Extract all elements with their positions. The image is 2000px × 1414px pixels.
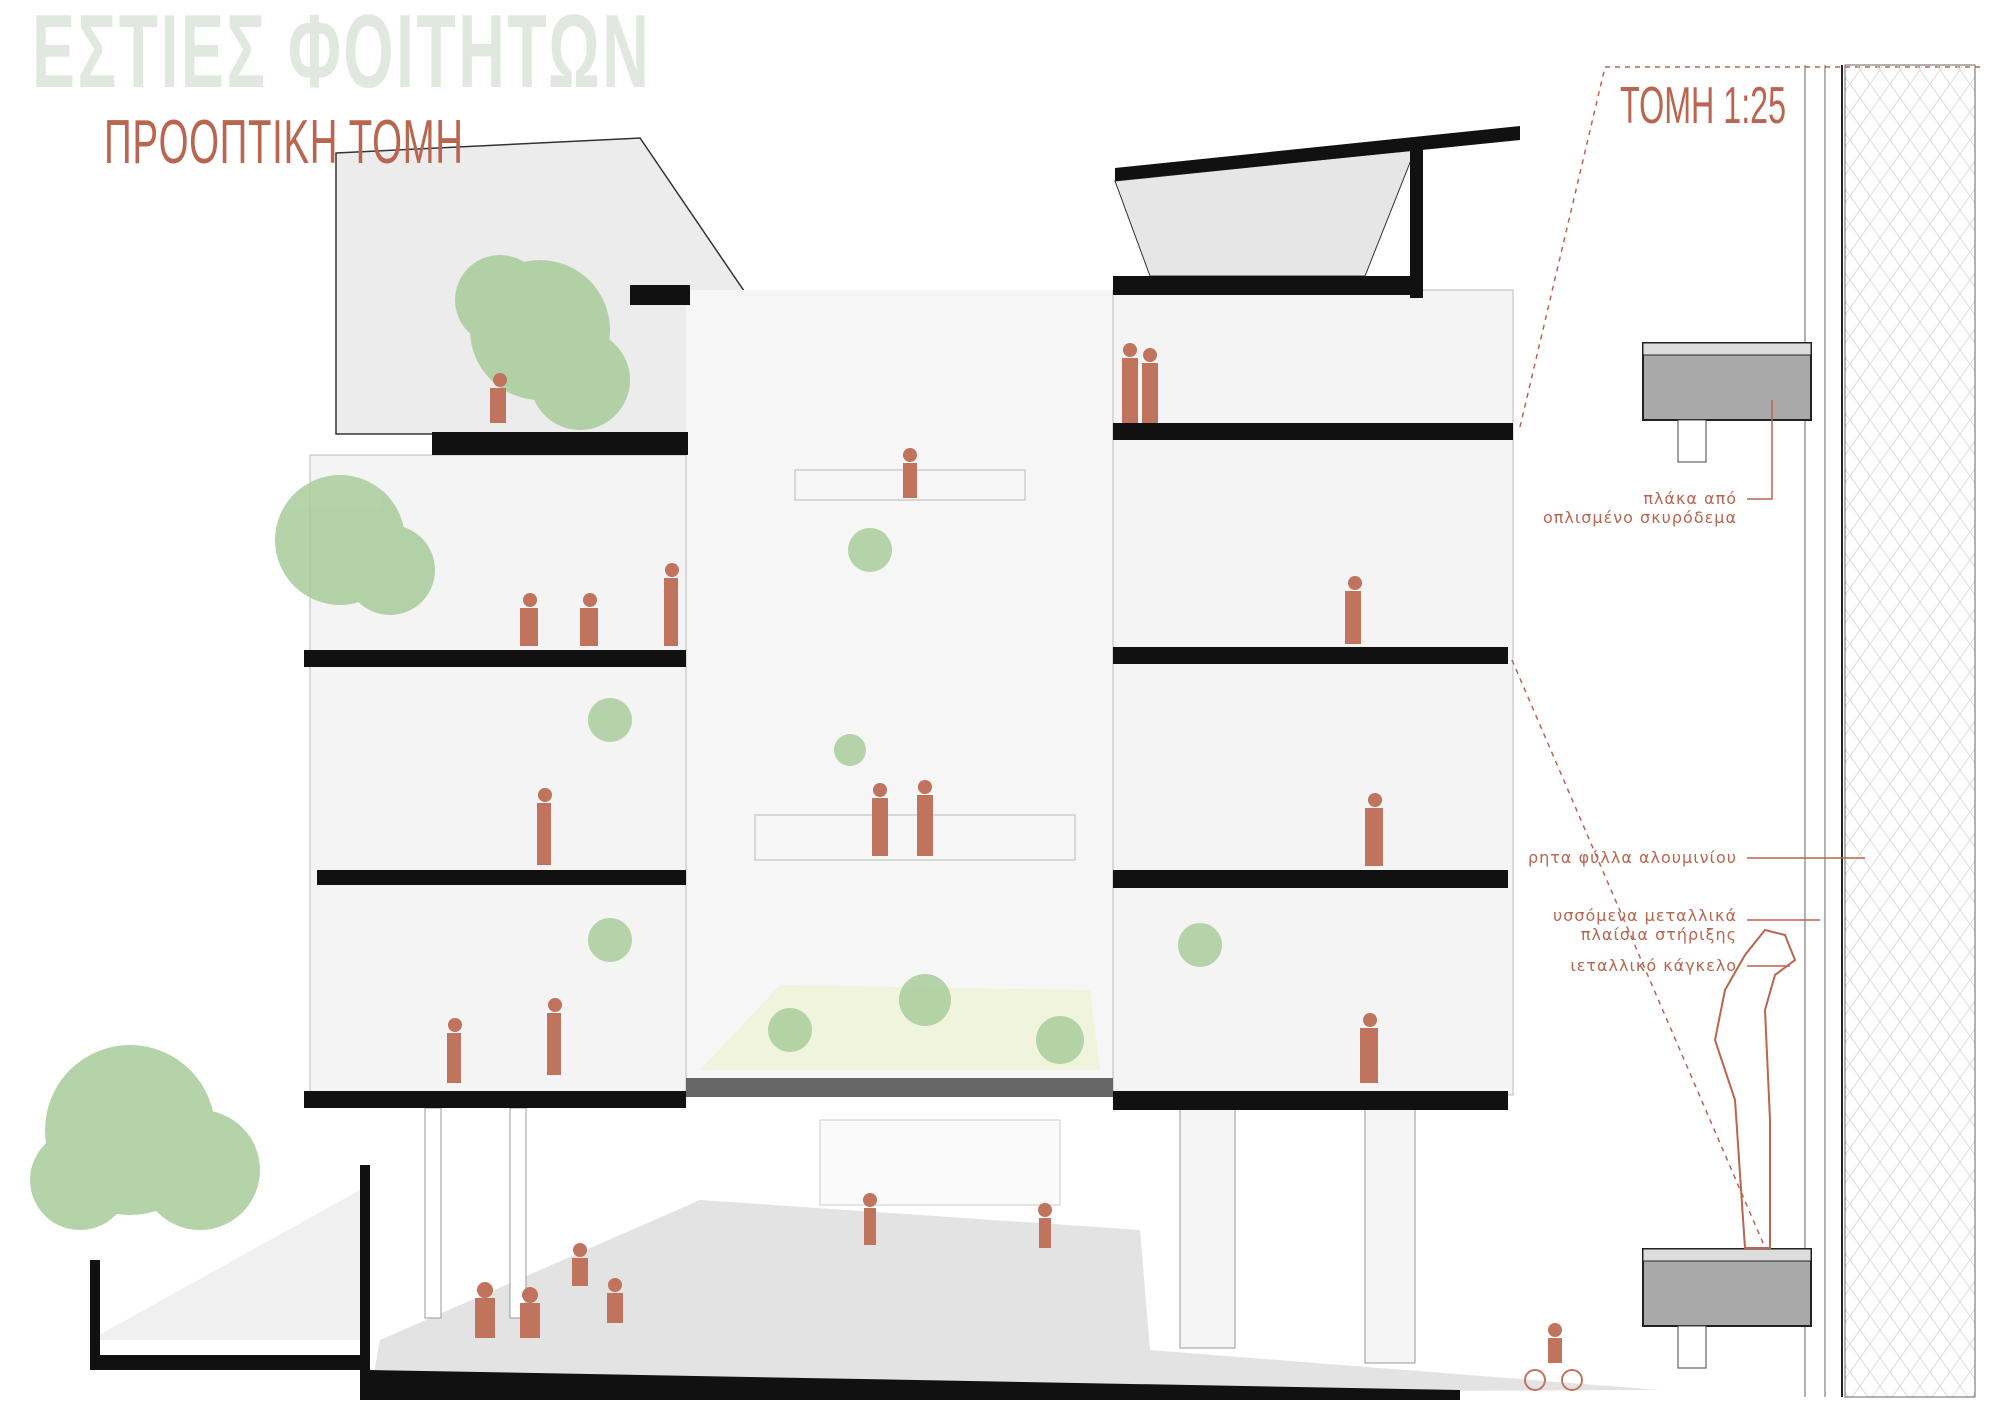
slab-detail	[1642, 342, 1812, 463]
person-icon	[1142, 348, 1158, 423]
person-icon	[607, 1278, 623, 1323]
label-line: υσσόμενα μεταλλικά	[1552, 906, 1737, 925]
person-icon	[520, 1287, 540, 1338]
slope	[90, 1190, 360, 1340]
person-icon	[490, 373, 507, 423]
column	[1364, 1107, 1416, 1364]
person-icon	[917, 780, 933, 856]
bridge	[754, 814, 1076, 861]
label-line: ιεταλλικό κάγκελο	[1570, 956, 1737, 975]
ground-floor	[370, 1200, 1660, 1395]
person-icon	[475, 1282, 495, 1338]
person-outline	[1713, 928, 1797, 1249]
label-leaders	[1747, 400, 1865, 967]
detail-title: ΤΟΜΗ 1:25	[1620, 77, 1787, 135]
person-icon	[903, 448, 917, 498]
person-icon	[1345, 576, 1362, 644]
column	[509, 1107, 527, 1319]
person-icon	[447, 1018, 462, 1083]
courtyard-back	[686, 290, 1113, 1080]
label-aluminium-sheets: ρητα φύλλα αλουμινίου	[1528, 848, 1737, 867]
drawing-title: ΠΡΟΟΠΤΙΚΗ ΤΟΜΗ	[104, 108, 464, 177]
floor-slabs	[90, 126, 1520, 1400]
label-railing: ιεταλλικό κάγκελο	[1570, 956, 1737, 975]
perforated-aluminium-panel	[1844, 64, 1976, 1398]
person-icon	[580, 593, 598, 646]
person-icon	[1122, 343, 1138, 423]
slab-detail	[1642, 1248, 1812, 1369]
person-icon	[863, 1193, 877, 1245]
project-title: ΕΣΤΙΕΣ ΦΟΙΤΗΤΩΝ	[32, 0, 652, 110]
label-line: πλαίσια στήριξης	[1580, 925, 1737, 944]
label-support-frames: υσσόμενα μεταλλικά πλαίσια στήριξης	[1553, 906, 1737, 944]
person-icon	[520, 593, 538, 646]
person-icon	[572, 1243, 588, 1286]
label-concrete-slab: πλάκα από οπλισμένο σκυρόδεμα	[1543, 489, 1737, 527]
person-icon	[537, 788, 552, 865]
label-line: οπλισμένο σκυρόδεμα	[1542, 508, 1737, 527]
person-icon	[872, 783, 888, 856]
person-icon	[1365, 793, 1383, 866]
label-line: ρητα φύλλα αλουμινίου	[1528, 848, 1737, 867]
people	[447, 343, 1583, 1391]
right-block	[1112, 289, 1514, 1096]
stairs	[819, 1119, 1061, 1206]
person-icon	[547, 998, 562, 1075]
person-icon	[1360, 1013, 1378, 1083]
column	[424, 1107, 442, 1319]
person-icon	[1038, 1203, 1052, 1248]
column	[1179, 1107, 1236, 1349]
person-icon	[664, 563, 679, 646]
trees	[30, 255, 1222, 1230]
cyclist-icon	[1524, 1323, 1583, 1391]
label-line: πλάκα από	[1643, 489, 1737, 508]
